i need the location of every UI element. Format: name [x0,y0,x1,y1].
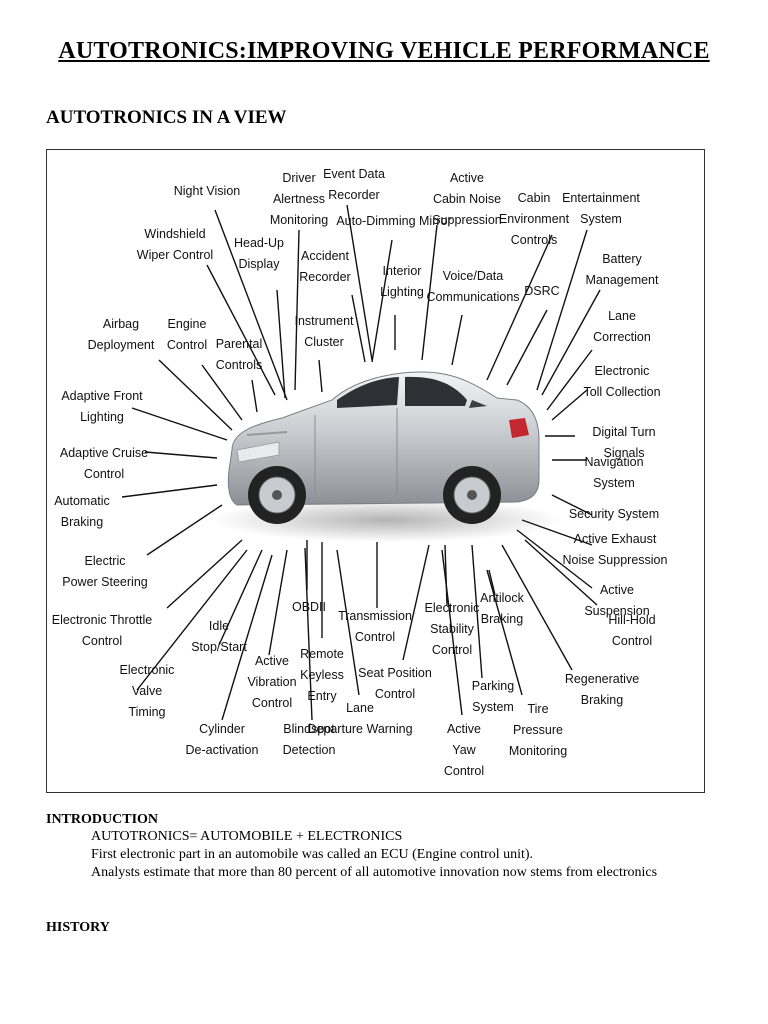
introduction-line-2: First electronic part in an automobile w… [91,847,533,863]
autotronics-diagram: Night Vision DriverAlertnessMonitoringEve… [47,150,705,793]
feature-label: Security System [569,507,659,521]
feature-label: DSRC [524,284,559,298]
feature-label: OBDII [292,600,326,614]
history-heading: HISTORY [46,920,110,936]
feature-label: Auto-Dimming Mirror [336,214,451,228]
introduction-line-3: Analysts estimate that more than 80 perc… [91,865,657,881]
feature-label: Night Vision [174,184,241,198]
introduction-line-1: AUTOTRONICS= AUTOMOBILE + ELECTRONICS [91,829,402,845]
document-title: AUTOTRONICS:IMPROVING VEHICLE PERFORMANC… [0,38,768,65]
section-heading: AUTOTRONICS IN A VIEW [46,107,287,129]
car-illustration [212,372,562,542]
introduction-heading: INTRODUCTION [46,812,158,828]
